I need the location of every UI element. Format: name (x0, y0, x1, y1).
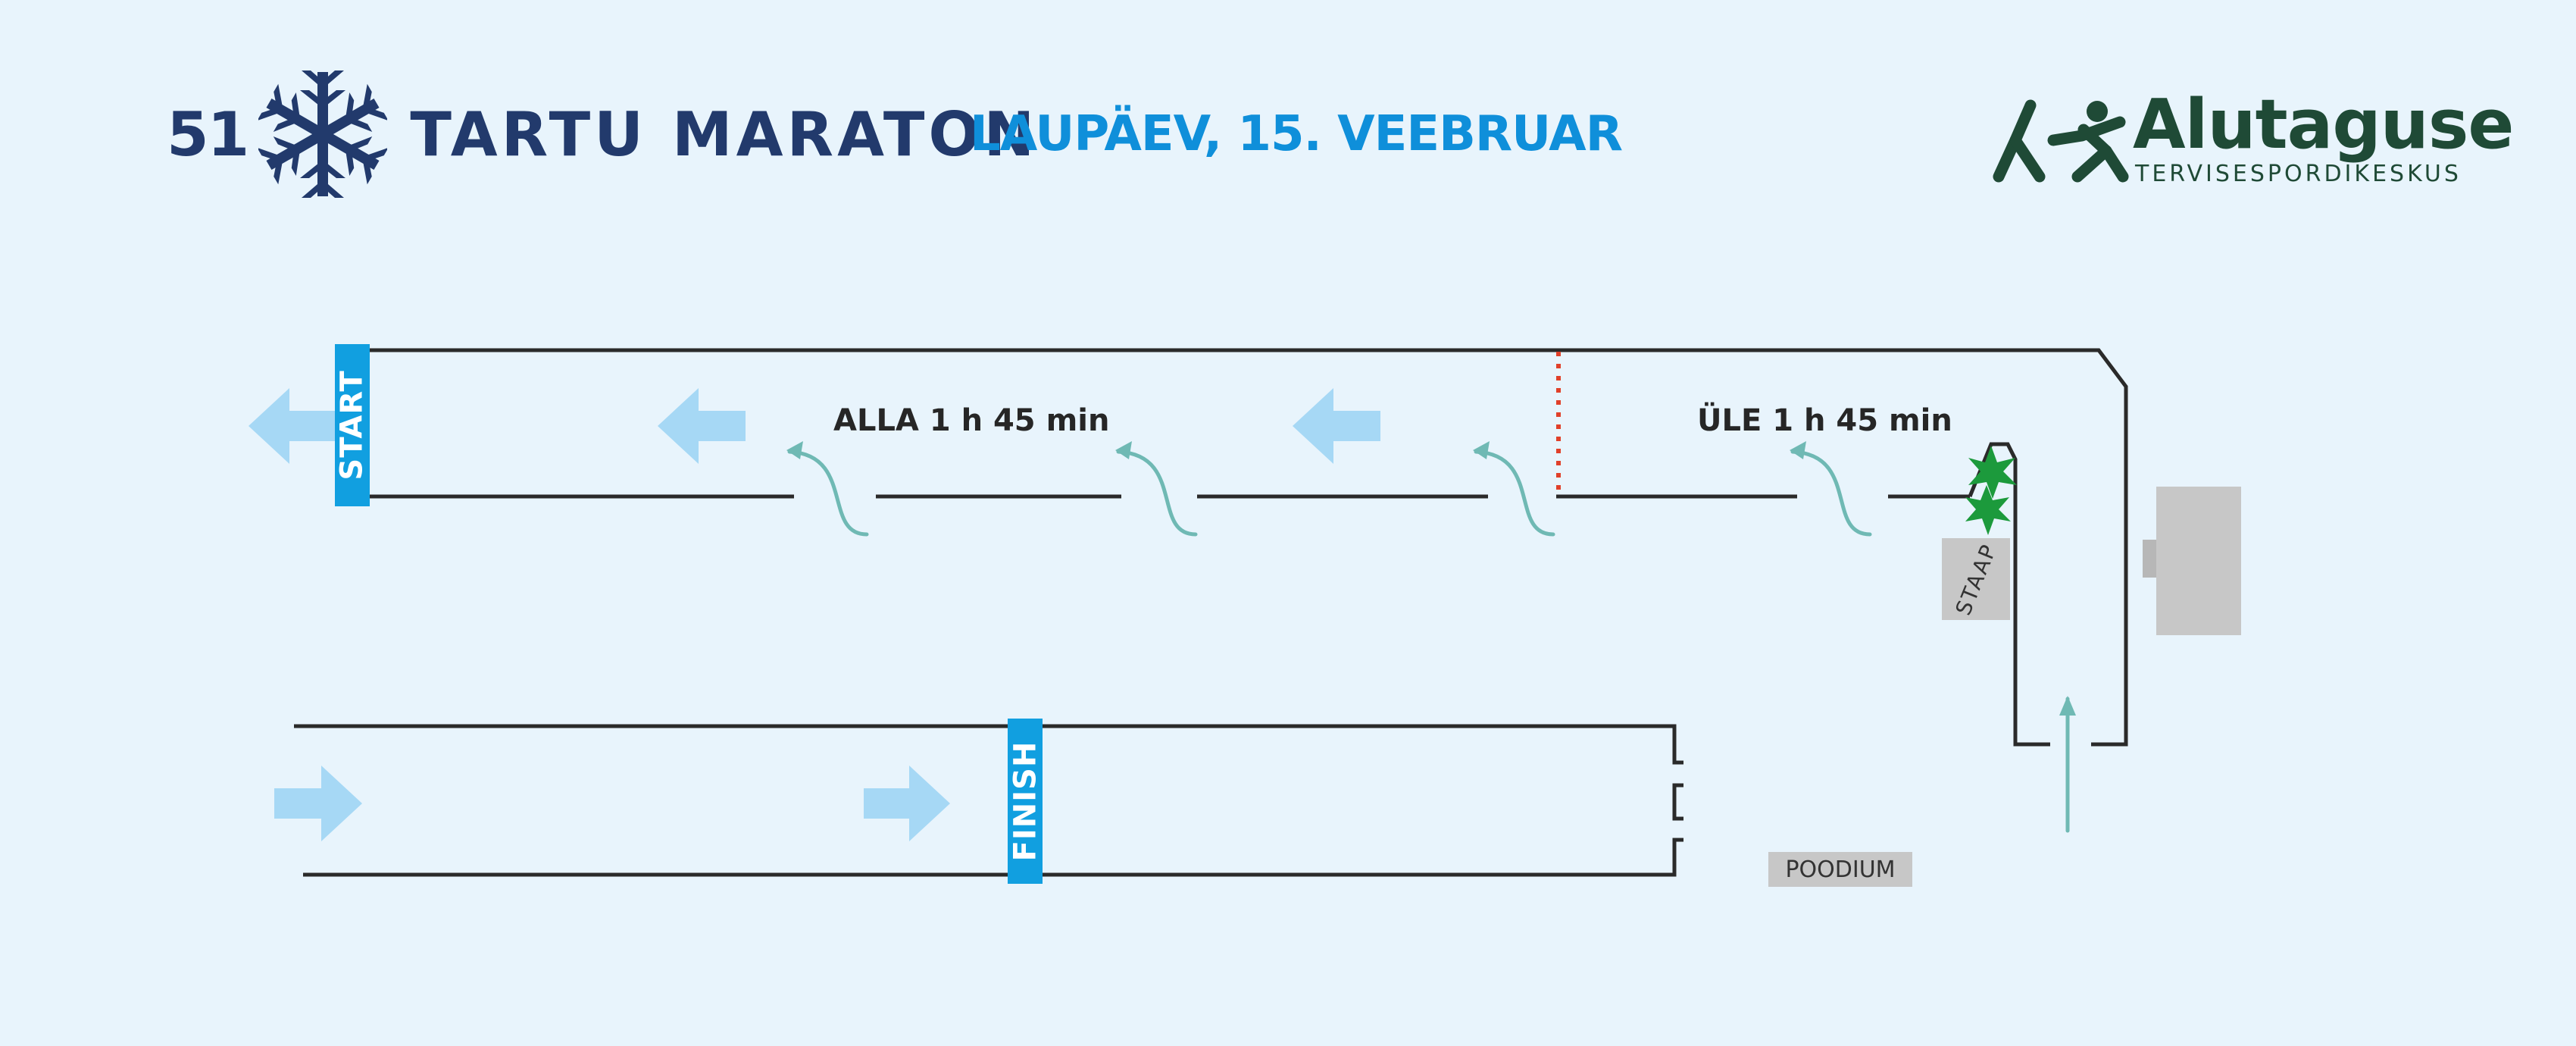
tree-icon (1965, 446, 2017, 535)
event-name: TARTU MARATON (410, 99, 1039, 170)
upper-corridor (364, 348, 2128, 747)
turn-arrow-icon (1116, 449, 1198, 537)
sponsor-subtitle: TERVISESPORDIKESKUS (2135, 161, 2462, 187)
turn-arrow-icon (1474, 449, 1555, 537)
lower-corridor (294, 724, 1683, 877)
arrow-icon (1293, 388, 1380, 464)
snowflake-icon (258, 70, 388, 198)
lane-label-above: ÜLE 1 h 45 min (1697, 403, 1952, 438)
arrow-icon (658, 388, 746, 464)
building-annex (2143, 540, 2158, 578)
edition-number: 51 (167, 99, 249, 170)
start-bar: START (335, 344, 370, 506)
podium-box: POODIUM (1768, 852, 1912, 887)
arrow-icon (864, 766, 950, 841)
turn-arrows (787, 449, 2070, 833)
start-label: START (335, 370, 370, 481)
arrow-icon (249, 388, 338, 464)
sponsor-name: Alutaguse (2133, 85, 2514, 164)
lower-bottom-line (303, 838, 1683, 877)
running-figures-icon (1993, 99, 2129, 183)
lane-label-below: ALLA 1 h 45 min (833, 403, 1110, 438)
top-boundary-line (364, 348, 2128, 747)
staap-box: STAAP (1942, 538, 2010, 620)
event-date: LAUPÄEV, 15. VEEBRUAR (970, 106, 1623, 162)
turn-arrow-icon (1790, 449, 1872, 537)
staap-boundary-line (1968, 442, 2050, 747)
staap-label: STAAP (1950, 540, 2002, 619)
event-brand: 51 TARTU MARATON (167, 70, 1038, 199)
lower-gap-line (1672, 783, 1683, 821)
lower-top-line (294, 724, 1683, 765)
podium-label: POODIUM (1785, 856, 1896, 883)
turn-arrow-icon (787, 449, 869, 537)
finish-label: FINISH (1008, 741, 1043, 862)
direction-arrows (249, 388, 1380, 841)
finish-bar: FINISH (1008, 719, 1043, 884)
arrow-icon (274, 766, 362, 841)
building (2156, 487, 2241, 635)
